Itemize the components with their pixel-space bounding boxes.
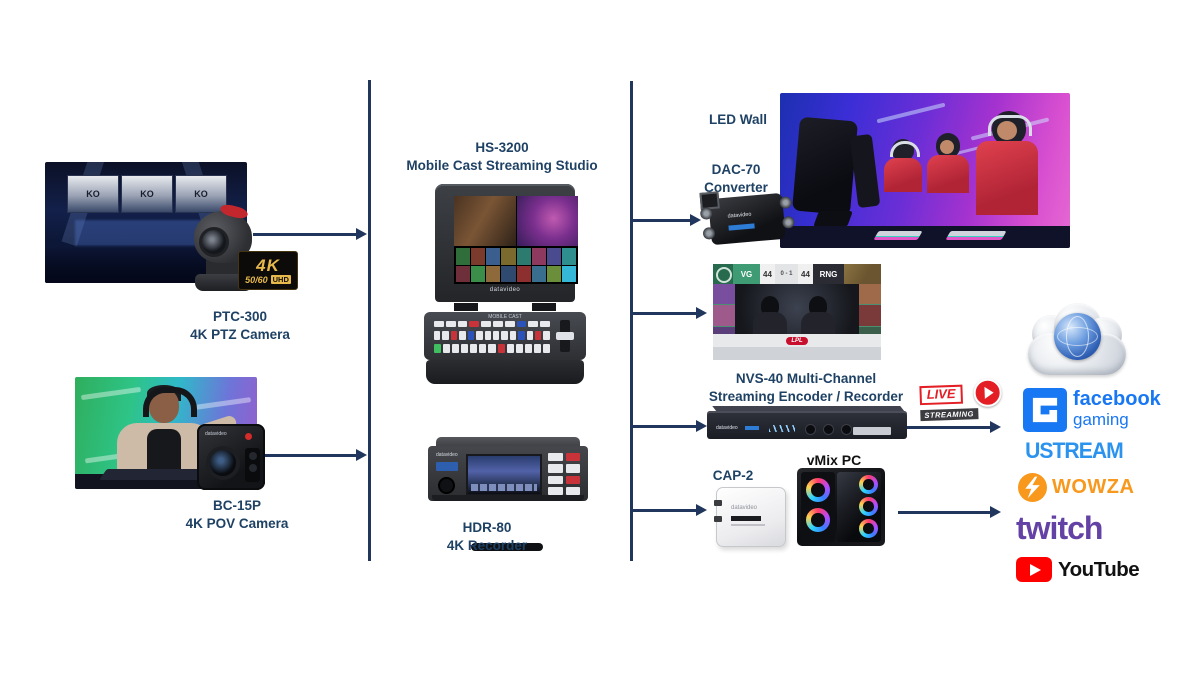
- hs3200-desc: Mobile Cast Streaming Studio: [406, 157, 598, 173]
- recorder-buttons: [548, 453, 580, 495]
- dac70-desc: Converter: [704, 179, 768, 195]
- facebook-gaming-wordmark: facebook gaming: [1073, 389, 1161, 428]
- datavideo-logo: datavideo: [436, 452, 458, 458]
- bc15p-desc: 4K POV Camera: [185, 515, 289, 531]
- ptc300-desc: 4K PTZ Camera: [190, 326, 290, 342]
- arena-screen-text: KO: [86, 189, 100, 199]
- gaming-text: gaming: [1073, 410, 1129, 429]
- arrow-bus-to-stream-preview: [632, 307, 707, 319]
- league-badge: LPL: [786, 336, 808, 345]
- camera-lens: [206, 446, 240, 480]
- rgb-fan: [859, 497, 878, 516]
- bc15p-camera-image: datavideo: [197, 424, 265, 490]
- multiview-grid: [454, 246, 578, 284]
- globe-icon: [1054, 313, 1101, 360]
- badge-uhd-text: UHD: [270, 275, 291, 284]
- carry-handle: [471, 543, 543, 551]
- twitch-logo: twitch: [1016, 510, 1103, 546]
- rgb-fan: [859, 519, 878, 538]
- nvs40-label: NVS-40 Multi-Channel Streaming Encoder /…: [691, 370, 921, 406]
- team-left-name: VG: [733, 264, 760, 284]
- youtube-play-icon: [1016, 557, 1052, 582]
- hdr80-name: HDR-80: [462, 520, 512, 535]
- badge-framerate-text: 50/60: [245, 274, 268, 285]
- rgb-fan: [806, 478, 830, 502]
- bc15p-label: BC-15P 4K POV Camera: [145, 497, 329, 533]
- team-right-score: 44: [798, 264, 813, 284]
- dac70-label: DAC-70 Converter: [690, 161, 782, 197]
- internet-cloud-icon: [1026, 303, 1128, 379]
- led-wall-photo: [780, 93, 1070, 248]
- hdr80-device-image: datavideo: [428, 437, 588, 507]
- cap2-label: CAP-2: [712, 468, 754, 483]
- recorder-screen: [466, 454, 542, 496]
- hs3200-device-image: datavideo MOBILE CAST: [424, 184, 586, 551]
- hdr80-label: HDR-80 4K Recorder: [395, 519, 579, 555]
- multiview-screen: [454, 196, 578, 284]
- dac70-name: DAC-70: [711, 162, 761, 177]
- arrow-nvs40-to-platforms: [903, 421, 1001, 433]
- datavideo-logo: datavideo: [489, 287, 521, 293]
- arena-screen-text: KO: [194, 189, 208, 199]
- wowza-icon: [1018, 473, 1047, 502]
- arrow-vmix-to-platforms: [898, 506, 1001, 518]
- facebook-gaming-icon: [1023, 388, 1067, 432]
- live-badge-text: LIVE: [919, 384, 963, 406]
- live-streaming-badge: LIVE STREAMING: [919, 378, 1003, 423]
- jog-knob: [438, 477, 455, 494]
- datavideo-logo: datavideo: [205, 431, 227, 437]
- rgb-fan: [859, 475, 878, 494]
- dac70-device-image: datavideo: [699, 188, 796, 252]
- ptc300-label: PTC-300 4K PTZ Camera: [148, 308, 332, 344]
- badge-4k-text: 4K: [256, 255, 280, 275]
- deck-label: MOBILE CAST: [488, 314, 522, 320]
- arena-screen-text: KO: [140, 189, 154, 199]
- bnc-connector: [779, 196, 793, 210]
- nvs40-device-image: datavideo: [707, 406, 907, 442]
- camera-lens: [199, 227, 229, 257]
- nvs40-name-line1: NVS-40 Multi-Channel: [735, 371, 877, 386]
- vmix-pc-label: vMix PC: [806, 452, 862, 468]
- match-scoreboard: VG 44 0 - 1 44 RNG: [713, 264, 881, 284]
- vmix-pc-image: [797, 468, 885, 546]
- bnc-connector: [781, 215, 795, 229]
- input-bus-line: [368, 80, 371, 561]
- rgb-fan: [806, 508, 830, 532]
- play-icon: [973, 378, 1003, 408]
- led-wall-label: LED Wall: [708, 112, 767, 127]
- record-led: [245, 433, 252, 440]
- hdr80-desc: 4K Recorder: [446, 537, 528, 553]
- wowza-flame-glyph: [1025, 476, 1040, 499]
- ustream-logo: USTREAM: [1025, 438, 1124, 463]
- wowza-wordmark: WOWZA: [1052, 476, 1135, 498]
- arrow-bc15p-to-bus: [262, 449, 367, 461]
- datavideo-logo: datavideo: [731, 505, 758, 511]
- bc15p-name: BC-15P: [212, 498, 261, 513]
- facebook-text: facebook: [1073, 388, 1161, 410]
- youtube-wordmark: YouTube: [1058, 558, 1140, 581]
- team-right-name: RNG: [813, 264, 844, 284]
- datavideo-logo: datavideo: [727, 211, 752, 220]
- hs3200-name: HS-3200: [475, 140, 529, 155]
- team-left-score: 44: [760, 264, 775, 284]
- ptc300-name: PTC-300: [212, 309, 268, 324]
- sd-card-slot: [853, 427, 891, 435]
- esports-stream-preview-photo: VG 44 0 - 1 44 RNG LPL: [713, 264, 881, 360]
- switcher-control-panel: MOBILE CAST: [424, 312, 586, 360]
- cap2-device-image: datavideo: [714, 487, 786, 547]
- t-bar-fader: [556, 320, 574, 352]
- series-score: 0 - 1: [775, 264, 798, 284]
- arrow-ptc300-to-bus: [253, 228, 367, 240]
- arrow-bus-to-dac70: [632, 214, 701, 226]
- arrow-bus-to-cap2: [632, 504, 707, 516]
- arrow-bus-to-nvs40: [632, 420, 707, 432]
- streaming-badge-text: STREAMING: [920, 408, 979, 422]
- hs3200-label: HS-3200 Mobile Cast Streaming Studio: [389, 139, 615, 175]
- facebook-gaming-glyph: [1032, 397, 1058, 423]
- datavideo-logo: datavideo: [716, 425, 738, 431]
- output-bus-line: [630, 81, 633, 561]
- 4k-uhd-badge: 4K 50/60 UHD: [238, 251, 298, 290]
- nvs40-name-line2: Streaming Encoder / Recorder: [708, 388, 904, 404]
